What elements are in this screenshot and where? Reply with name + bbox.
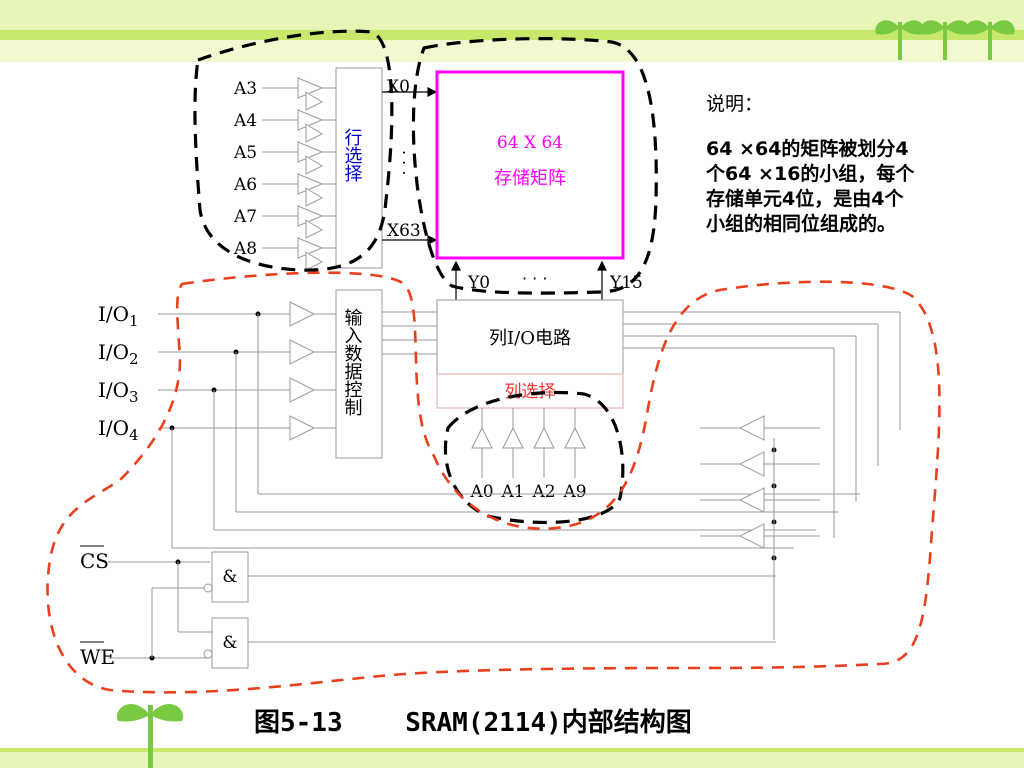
control-logic: CS WE & & xyxy=(80,545,776,669)
and-gate-icon xyxy=(211,617,249,669)
row-address-label: A8 xyxy=(233,239,257,259)
figure-caption: 图5-13 SRAM(2114)内部结构图 xyxy=(254,708,692,738)
input-control-block xyxy=(335,289,383,459)
buffer-icon xyxy=(738,451,765,477)
control-signal-label: CS xyxy=(80,549,109,573)
inverter-bubble xyxy=(203,649,213,659)
note-line: 个64 ×16的小组，每个 xyxy=(706,163,915,185)
buffer-icon xyxy=(297,141,324,163)
row-address-label: A7 xyxy=(233,207,257,227)
inverter-bubble xyxy=(203,583,213,593)
and-gate-icon xyxy=(211,551,249,603)
buffer-icon xyxy=(297,109,324,131)
row-address-label: A5 xyxy=(233,143,257,163)
inverter-icon xyxy=(305,219,324,239)
note-line: 小组的相同位组成的。 xyxy=(706,213,897,235)
buffer-icon xyxy=(289,415,316,441)
buffer-icon xyxy=(738,415,765,441)
inverter-icon xyxy=(305,251,324,271)
and-gate-symbol: & xyxy=(222,633,237,653)
row-address-label: A6 xyxy=(233,175,257,195)
io-lines: I/O1I/O2I/O3I/O4 xyxy=(98,301,901,549)
note-line: 存储单元4位，是由4个 xyxy=(706,188,904,210)
col-output-first: Y0 xyxy=(467,273,490,293)
bottom-band xyxy=(0,748,1024,768)
sprout-icon xyxy=(116,704,184,768)
row-region-outline xyxy=(193,29,394,272)
memory-array-box xyxy=(435,70,625,260)
memory-array-size: 64 X 64 xyxy=(497,133,563,153)
io-region-outline xyxy=(46,271,941,694)
note-body: 64 ×64的矩阵被划分4 个64 ×16的小组，每个 存储单元4位，是由4个 … xyxy=(706,137,986,237)
io-label: I/O1 xyxy=(98,302,139,330)
inverter-icon xyxy=(305,123,324,143)
buffer-icon xyxy=(289,339,316,365)
row-output-last: X63 xyxy=(387,221,421,241)
col-address-label: A9 xyxy=(562,482,586,502)
io-label: I/O4 xyxy=(98,416,139,444)
io-label: I/O2 xyxy=(98,340,139,368)
col-address-inputs: A0 A1 A2 A9 xyxy=(469,408,587,502)
inverter-icon xyxy=(305,187,324,207)
buffer-icon xyxy=(471,426,493,449)
buffer-icon xyxy=(738,523,765,549)
and-gate-symbol: & xyxy=(222,567,237,587)
col-output-ellipsis: · · · xyxy=(522,269,547,288)
buffer-icon xyxy=(289,301,316,327)
input-control-label: 输入数据控制 xyxy=(342,308,363,416)
buffer-icon xyxy=(297,77,324,99)
buffer-icon xyxy=(533,426,555,449)
memory-array-name: 存储矩阵 xyxy=(494,168,566,189)
row-output-arrows xyxy=(382,87,438,245)
buffer-icon xyxy=(297,173,324,195)
buffer-icon xyxy=(297,237,324,259)
note-line: 64 ×64的矩阵被划分4 xyxy=(706,138,909,160)
note-heading: 说明： xyxy=(706,93,764,115)
row-address-label: A3 xyxy=(233,79,257,99)
row-output-ellipsis: · · · xyxy=(395,150,414,175)
inverter-icon xyxy=(305,155,324,175)
top-band xyxy=(0,0,1024,62)
sprout-icon xyxy=(875,20,1015,60)
buffer-icon xyxy=(502,426,524,449)
col-io-label: 列I/O电路 xyxy=(489,328,571,349)
output-buffers xyxy=(700,415,820,640)
col-select-block xyxy=(436,373,624,409)
buffer-icon xyxy=(289,377,316,403)
col-output-arrows xyxy=(451,260,607,300)
explanation-note: 说明： 64 ×64的矩阵被划分4 个64 ×16的小组，每个 存储单元4位，是… xyxy=(706,92,986,237)
row-select-label: 行选择 xyxy=(342,128,363,182)
buffer-icon xyxy=(297,205,324,227)
col-io-block xyxy=(436,299,624,375)
inverter-icon xyxy=(305,91,324,111)
matrix-region-outline xyxy=(411,37,658,295)
buffer-icon xyxy=(738,487,765,513)
buffer-icon xyxy=(564,426,586,449)
col-select-region-outline xyxy=(443,390,625,525)
col-address-label: A0 xyxy=(469,482,493,502)
row-select-block xyxy=(335,67,383,269)
control-signal-label: WE xyxy=(80,645,115,669)
io-label: I/O3 xyxy=(98,378,139,406)
row-address-label: A4 xyxy=(233,111,257,131)
col-select-label: 列选择 xyxy=(505,382,556,402)
col-address-label: A2 xyxy=(531,482,555,502)
col-address-label: A1 xyxy=(500,482,524,502)
